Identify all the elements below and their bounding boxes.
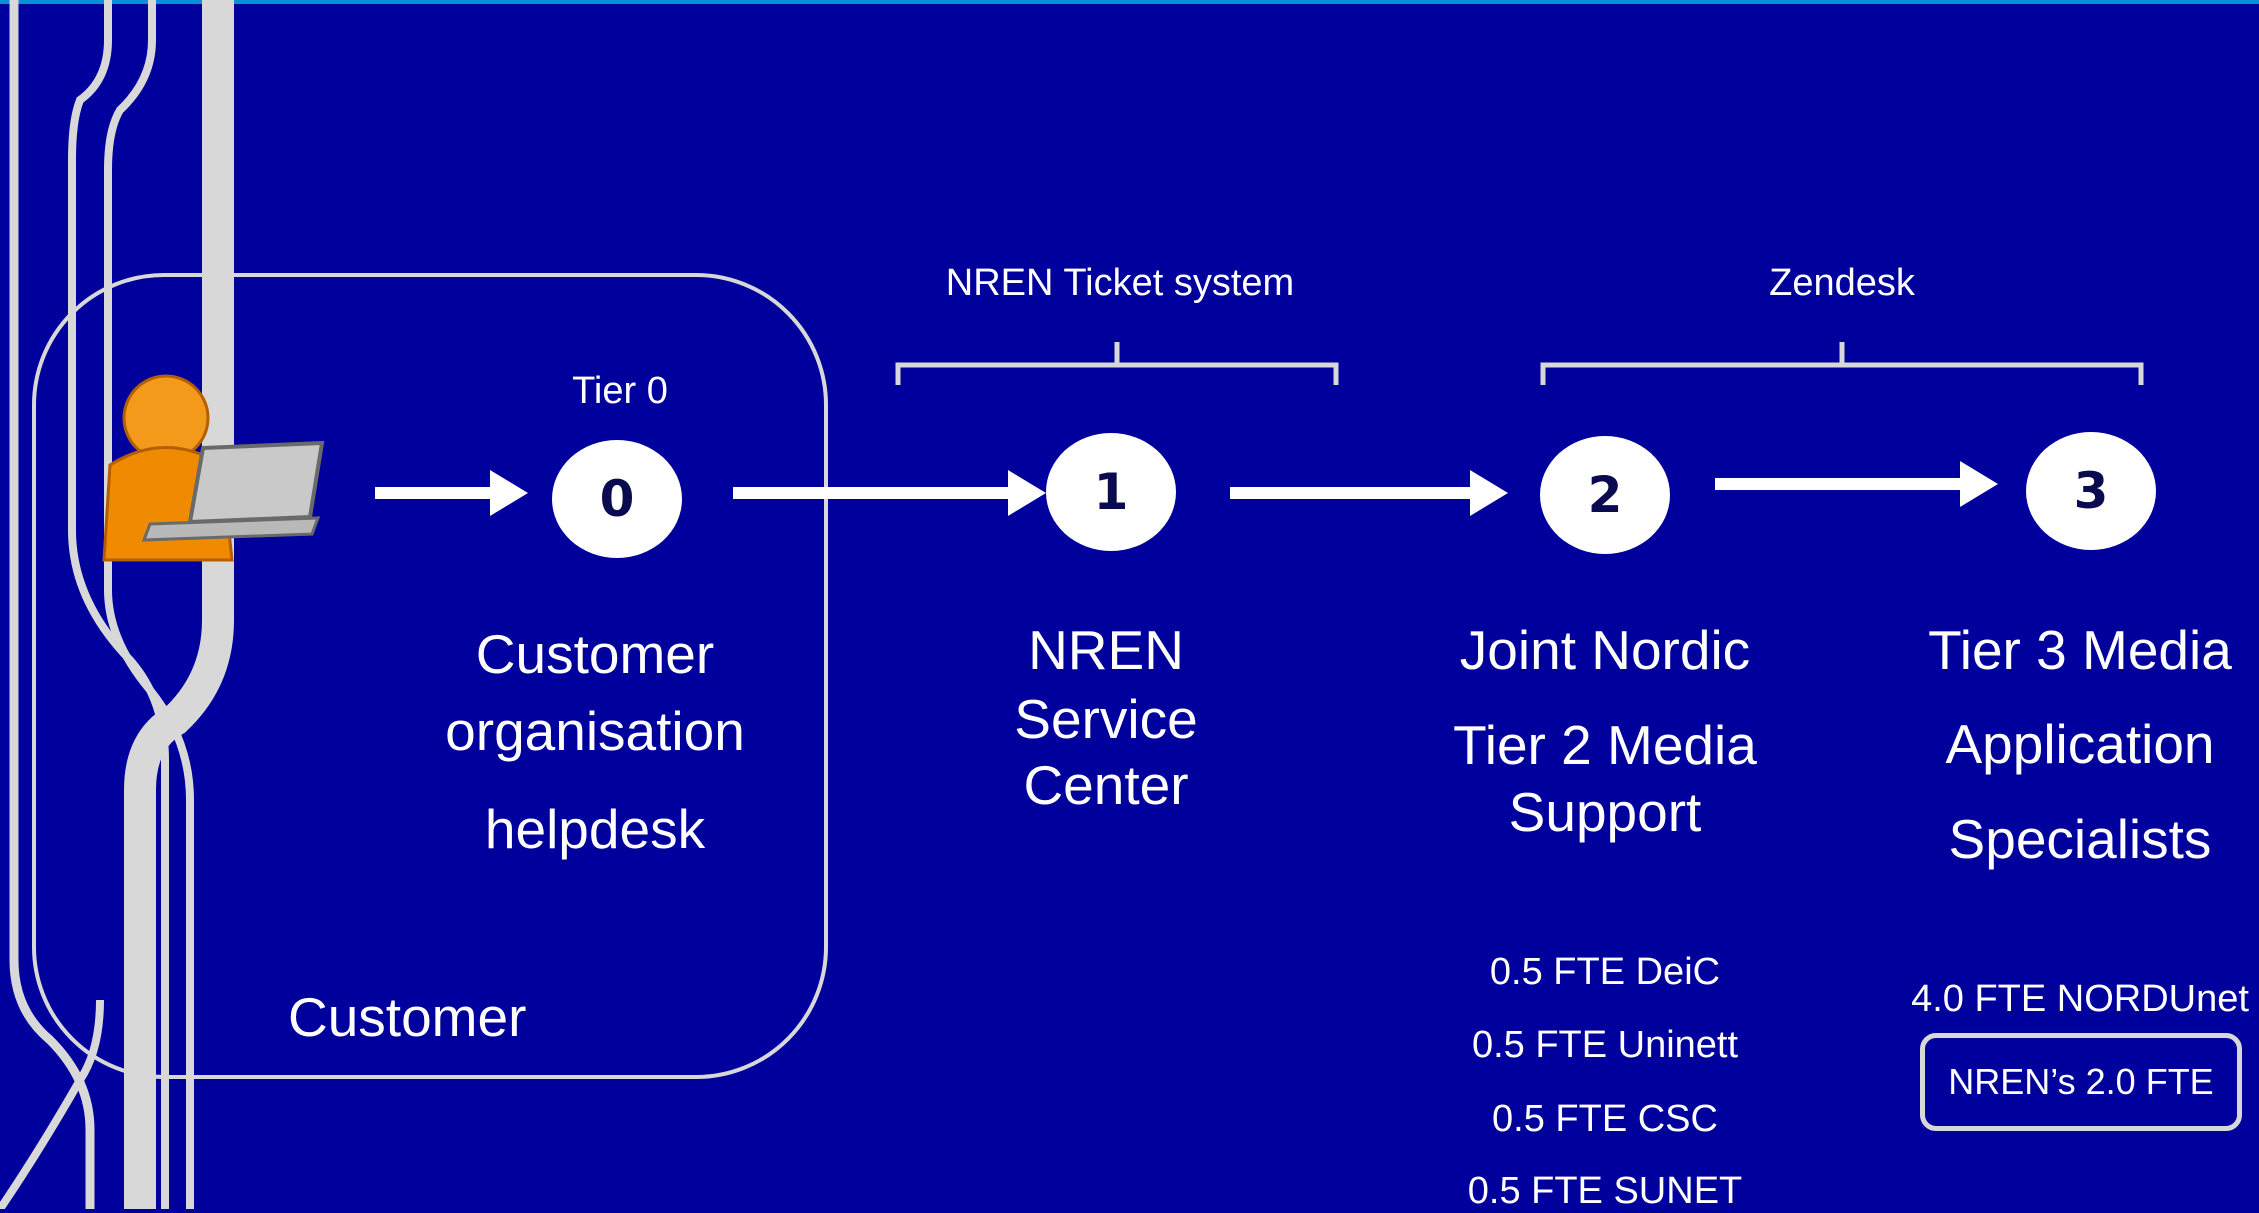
tier2-staff-3: 0.5 FTE CSC [1492, 1098, 1718, 1140]
decorative-lines [0, 0, 234, 1209]
tier0-line3: helpdesk [484, 798, 706, 860]
top-accent-bar [0, 0, 2259, 4]
tier1-circle: 1 [1046, 433, 1176, 551]
tier1-line3: Center [1023, 754, 1189, 816]
ticket-system-bracket [895, 342, 1339, 385]
tier0-label: Tier 0 [572, 370, 668, 412]
tier1-line2: Service [1014, 688, 1198, 750]
tier2-staff-2: 0.5 FTE Uninett [1471, 1024, 1739, 1066]
tier3-line3: Specialists [1948, 808, 2212, 870]
customer-label: Customer [288, 986, 527, 1048]
tier3-line1: Tier 3 Media [1928, 619, 2232, 681]
customer-box [32, 273, 828, 1079]
tier3-circle: 3 [2026, 432, 2156, 550]
zendesk-label: Zendesk [1769, 262, 1915, 304]
nren-fte-label: NREN’s 2.0 FTE [1948, 1061, 2214, 1102]
tier0-line2: organisation [445, 700, 745, 762]
user-laptop-icon [102, 374, 325, 562]
tier2-circle: 2 [1540, 436, 1670, 554]
tier2-staff-4: 0.5 FTE SUNET [1467, 1170, 1743, 1212]
tier0-circle: 0 [552, 440, 682, 558]
tier2-staff-1: 0.5 FTE DeiC [1489, 951, 1721, 993]
arrow-right-icon [1715, 461, 1998, 507]
zendesk-bracket [1540, 342, 2144, 385]
tier3-staff-1: 4.0 FTE NORDUnet [1911, 978, 2249, 1020]
ticket-system-label: NREN Ticket system [945, 262, 1295, 304]
tier2-line3: Support [1508, 781, 1702, 843]
tier2-line2: Tier 2 Media [1453, 714, 1757, 776]
arrow-right-icon [733, 470, 1046, 516]
tier2-line1: Joint Nordic [1459, 619, 1751, 681]
arrow-right-icon [1230, 470, 1508, 516]
tier0-line1: Customer [475, 623, 715, 685]
tier3-line2: Application [1945, 713, 2215, 775]
nren-fte-box: NREN’s 2.0 FTE [1920, 1033, 2242, 1131]
tier1-line1: NREN [1028, 619, 1184, 681]
arrow-right-icon [375, 470, 528, 516]
